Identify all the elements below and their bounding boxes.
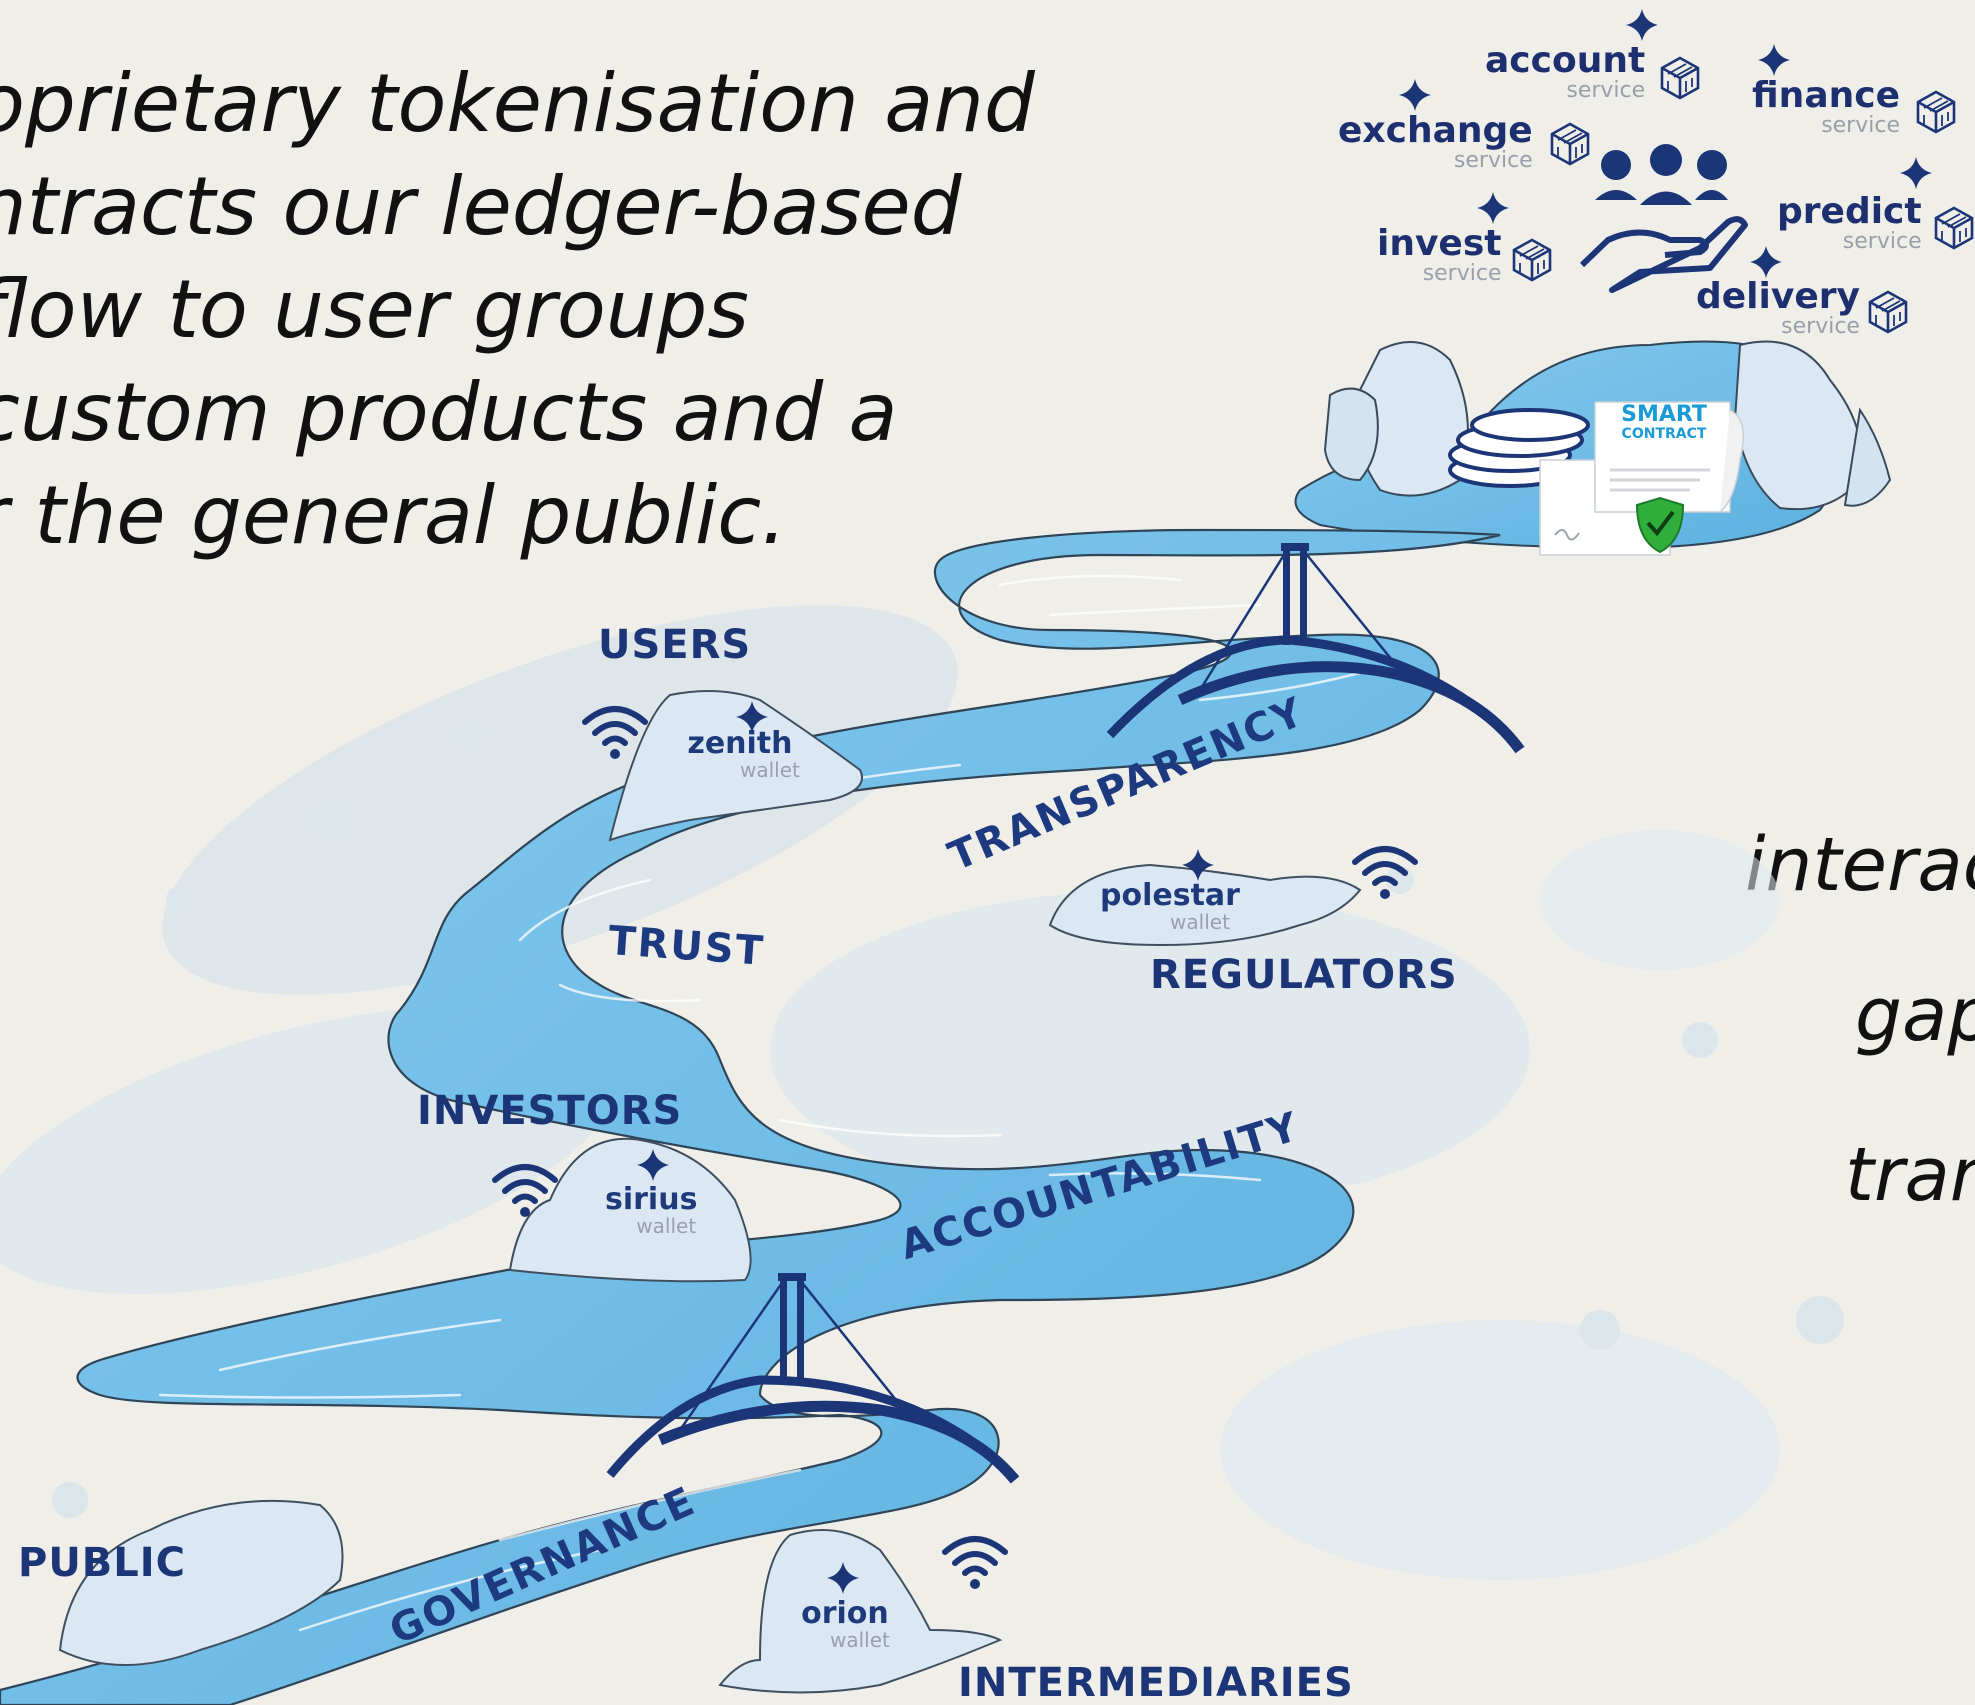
group-label-users: USERS bbox=[598, 622, 752, 668]
service-type: service bbox=[1422, 261, 1502, 286]
intro-line: r the general public. bbox=[0, 469, 787, 562]
service-name: delivery bbox=[1696, 276, 1860, 317]
smart-contract-label: SMART CONTRACT bbox=[1598, 402, 1730, 443]
service-type: service bbox=[1821, 113, 1900, 138]
intro-line: ntracts our ledger-based bbox=[0, 160, 962, 253]
intro-line: flow to user groups bbox=[0, 263, 749, 356]
wallet-polestar: polestar wallet bbox=[1100, 878, 1240, 934]
side-line: interac bbox=[1745, 822, 1975, 908]
wallet-orion: orion wallet bbox=[800, 1596, 890, 1652]
wallet-type: wallet bbox=[1170, 910, 1230, 934]
shield-check-icon bbox=[1635, 496, 1685, 554]
intro-line: oprietary tokenisation and bbox=[0, 57, 1035, 150]
wallet-zenith: zenith wallet bbox=[680, 726, 800, 782]
service-predict: predict service bbox=[1777, 193, 1922, 253]
wallet-name: orion bbox=[801, 1596, 889, 1631]
wallet-name: sirius bbox=[605, 1182, 698, 1217]
service-type: service bbox=[1781, 314, 1860, 339]
service-account: account service bbox=[1485, 42, 1645, 102]
river-streaks bbox=[158, 574, 1372, 1632]
wallet-type: wallet bbox=[740, 758, 800, 782]
service-name: predict bbox=[1777, 191, 1922, 232]
service-name: finance bbox=[1752, 75, 1900, 116]
service-exchange: exchange service bbox=[1338, 112, 1533, 172]
intro-line: custom products and a bbox=[0, 366, 898, 459]
wallet-name: polestar bbox=[1100, 878, 1240, 913]
service-type: service bbox=[1566, 78, 1646, 103]
intro-paragraph: oprietary tokenisation and ntracts our l… bbox=[0, 52, 1035, 567]
service-name: account bbox=[1485, 40, 1646, 81]
group-label-investors: INVESTORS bbox=[417, 1088, 683, 1134]
service-name: exchange bbox=[1338, 110, 1533, 151]
service-finance: finance service bbox=[1752, 77, 1900, 137]
rock bbox=[58, 690, 1362, 1694]
service-type: service bbox=[1842, 229, 1922, 254]
side-line: gap bbox=[1855, 972, 1975, 1058]
group-label-regulators: REGULATORS bbox=[1150, 952, 1458, 998]
service-invest: invest service bbox=[1377, 225, 1502, 285]
wallet-type: wallet bbox=[830, 1628, 890, 1652]
side-line: tran bbox=[1845, 1132, 1975, 1218]
service-name: invest bbox=[1377, 223, 1502, 264]
service-delivery: delivery service bbox=[1696, 278, 1860, 338]
bridge-icon bbox=[606, 1273, 1020, 1484]
smart-contract-line2: CONTRACT bbox=[1621, 426, 1707, 442]
group-label-public: PUBLIC bbox=[18, 1540, 187, 1586]
service-type: service bbox=[1453, 148, 1533, 173]
side-paragraph: interac gap tran bbox=[1745, 790, 1975, 1250]
wallet-type: wallet bbox=[636, 1214, 697, 1238]
group-label-intermediaries: INTERMEDIARIES bbox=[958, 1660, 1354, 1705]
smart-contract-line1: SMART bbox=[1621, 402, 1707, 427]
wallet-name: zenith bbox=[687, 726, 793, 761]
people-hand-icon bbox=[1579, 144, 1748, 293]
bridge-icon bbox=[1106, 543, 1525, 754]
wallet-sirius: sirius wallet bbox=[605, 1182, 698, 1238]
